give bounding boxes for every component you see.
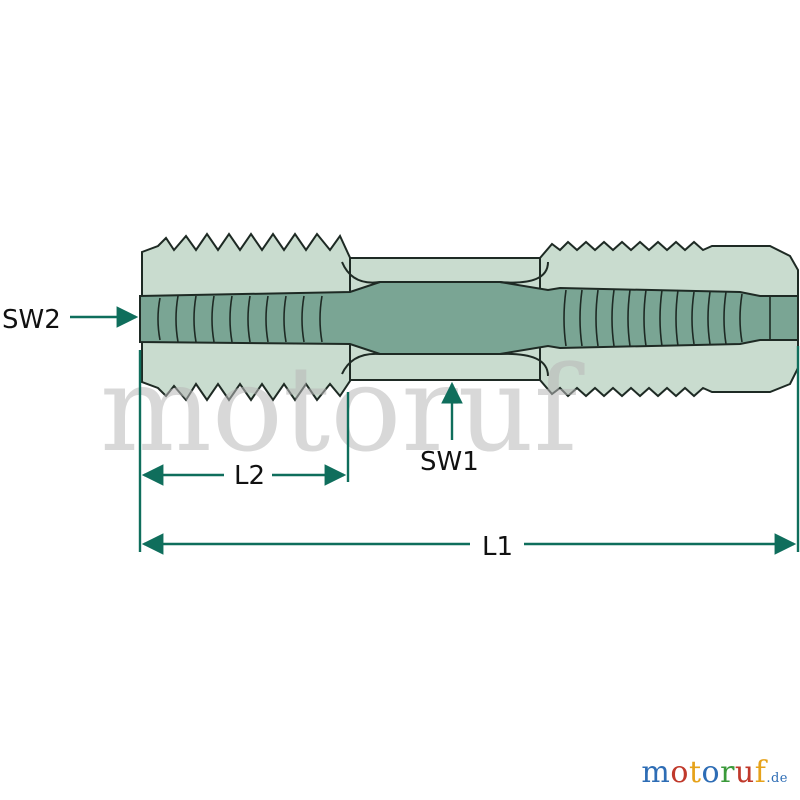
logo-letter-0: m xyxy=(641,755,671,790)
label-sw1: SW1 xyxy=(420,447,479,477)
dimensions xyxy=(70,306,800,555)
label-l1: L1 xyxy=(482,532,513,562)
logo-wordmark: motoruf xyxy=(641,755,766,790)
logo-letter-5: u xyxy=(734,755,755,790)
transition-curves xyxy=(341,261,549,377)
watermark: motoruf xyxy=(100,340,585,478)
logo-suffix: .de xyxy=(766,771,788,786)
motoruf-logo: motoruf.de xyxy=(641,755,788,790)
tap-body xyxy=(139,232,799,402)
logo-letter-3: o xyxy=(701,755,721,790)
logo-letter-6: f xyxy=(754,755,767,790)
core-ribs xyxy=(157,289,771,347)
logo-letter-1: o xyxy=(670,755,689,790)
logo-letter-2: t xyxy=(688,755,702,790)
logo-letter-4: r xyxy=(720,755,735,790)
label-l2: L2 xyxy=(234,461,265,491)
label-sw2: SW2 xyxy=(2,305,61,335)
